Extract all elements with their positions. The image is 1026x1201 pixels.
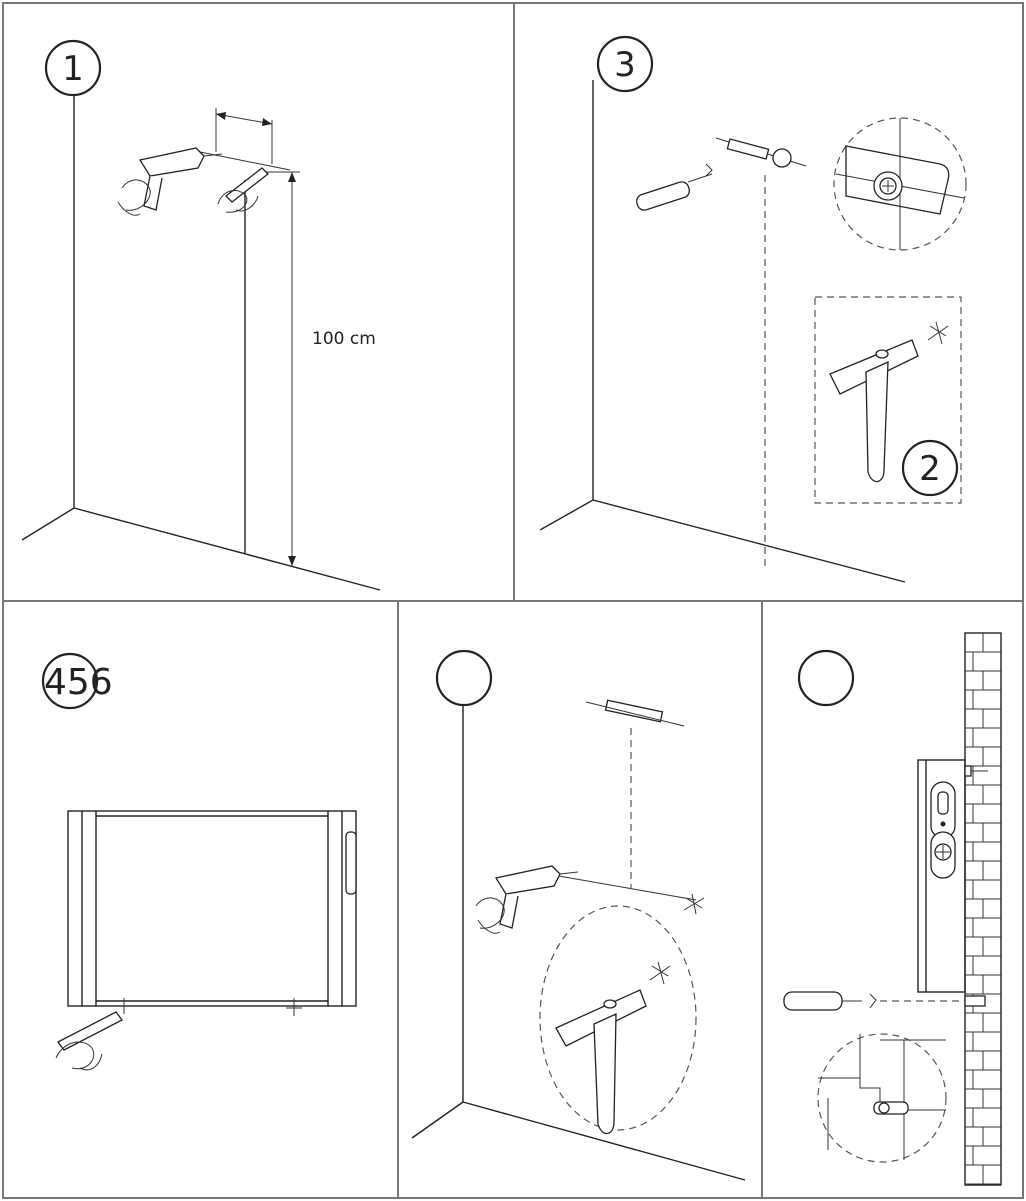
hammer-inset: 2 — [814, 296, 962, 504]
drill-spark-icon — [683, 893, 705, 915]
step-6-badge — [797, 649, 855, 707]
step-3-badge: 3 — [596, 35, 654, 93]
pencil-hand-icon — [217, 167, 269, 213]
step-2-badge: 2 — [901, 439, 959, 497]
panel-6 — [783, 632, 1002, 1186]
brick-wall — [964, 632, 1002, 1186]
pencil-hand-icon — [55, 1011, 123, 1071]
screwdriver-icon — [783, 991, 986, 1011]
panel-3: 2 3 — [539, 35, 967, 583]
screwdriver-icon — [636, 163, 713, 211]
panel-1: 100 cm 1 — [21, 39, 381, 591]
step-2-number: 2 — [919, 449, 941, 489]
panel-4: 456 — [41, 652, 357, 1071]
step-1-badge: 1 — [44, 39, 102, 97]
step-4-badge: 456 — [41, 652, 113, 710]
step-5-badge — [435, 649, 493, 707]
heater-front-view — [67, 810, 357, 1007]
panel-5 — [411, 649, 746, 1181]
mounting-bracket-top — [585, 699, 685, 727]
wall-plug-icon — [726, 138, 792, 168]
step-1-number: 1 — [62, 49, 84, 89]
detail-magnifier-bracket — [817, 1033, 947, 1163]
drill-icon — [117, 147, 223, 216]
hammer-icon — [555, 961, 671, 1135]
wall-screw-top-icon — [964, 765, 988, 777]
hammer-icon — [829, 321, 949, 483]
step-3-number: 3 — [614, 45, 636, 85]
hammer-magnifier — [539, 905, 697, 1135]
step-456-number: 456 — [44, 662, 113, 703]
heater-side-view — [917, 759, 966, 993]
mark-point — [123, 998, 302, 1016]
detail-magnifier-bracket — [833, 117, 967, 251]
drill-icon — [475, 865, 579, 934]
dimension-label-100cm: 100 cm — [312, 329, 376, 349]
